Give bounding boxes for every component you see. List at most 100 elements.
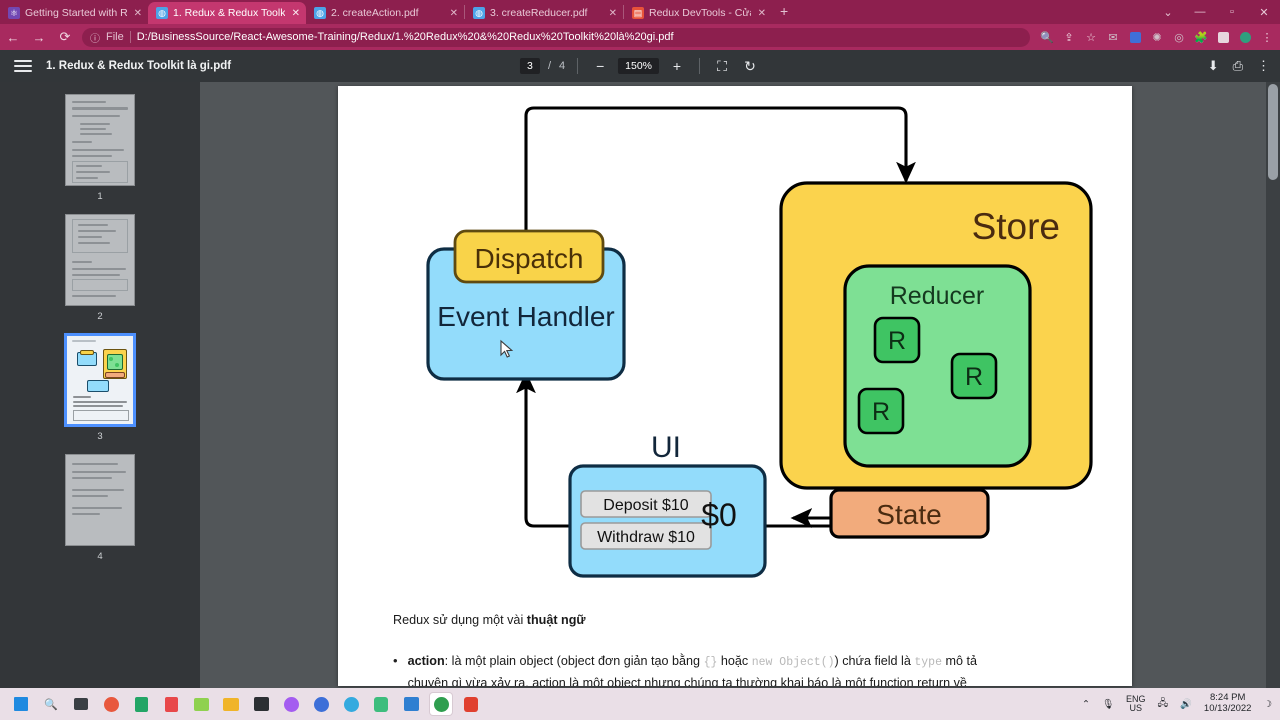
page-info-icon[interactable]: ⓘ: [90, 33, 100, 45]
tab-divider: [623, 5, 624, 19]
tab-search-chevron-icon[interactable]: ⌄: [1163, 6, 1173, 19]
extensions-puzzle-icon[interactable]: 🧩: [1194, 31, 1208, 44]
maximize-button[interactable]: ▫: [1230, 6, 1234, 18]
rotate-icon[interactable]: ↻: [744, 57, 756, 74]
new-tab-button[interactable]: +: [780, 3, 789, 19]
thumbnail-item[interactable]: 1: [65, 94, 135, 202]
vscode-icon[interactable]: [400, 693, 422, 715]
pdf-viewer: 1 2: [0, 82, 1280, 690]
chrome-icon[interactable]: [100, 693, 122, 715]
tab-close-icon[interactable]: ✕: [291, 7, 300, 19]
language-indicator[interactable]: ENG US: [1126, 694, 1146, 714]
tray-expand-chevron-icon[interactable]: ⌃: [1081, 698, 1090, 710]
zoom-level-display[interactable]: 150%: [618, 58, 660, 74]
clock-time: 8:24 PM: [1210, 692, 1246, 704]
sheets-icon[interactable]: [130, 693, 152, 715]
reload-button[interactable]: ⟳: [59, 29, 71, 44]
search-icon[interactable]: 🔍: [44, 698, 58, 711]
file-explorer-icon[interactable]: [220, 693, 242, 715]
thumbnail-preview: [65, 94, 135, 186]
thumbnail-preview: [65, 334, 135, 426]
deposit-button: Deposit $10: [603, 497, 688, 514]
clock[interactable]: 8:24 PM 10/13/2022: [1204, 692, 1252, 715]
network-icon[interactable]: 🖧: [1157, 698, 1169, 709]
vertical-scrollbar[interactable]: [1266, 82, 1280, 690]
figma-icon[interactable]: [160, 693, 182, 715]
chrome-beta-icon[interactable]: [430, 693, 452, 715]
bookmark-star-icon[interactable]: ☆: [1086, 31, 1096, 44]
zoom-out-button[interactable]: −: [596, 58, 605, 74]
browser-tab-2[interactable]: ◍ 2. createAction.pdf ✕: [306, 2, 464, 24]
toolbar-divider: [577, 58, 579, 74]
three-dot-menu-icon[interactable]: ⋮: [1261, 31, 1273, 44]
browser-tab-3[interactable]: ◍ 3. createReducer.pdf ✕: [465, 2, 623, 24]
telegram-icon[interactable]: [340, 693, 362, 715]
scrollbar-thumb[interactable]: [1268, 84, 1278, 180]
zoom-icon[interactable]: 🔍: [1040, 31, 1054, 44]
pdf-more-menu-icon[interactable]: ⋮: [1257, 58, 1270, 73]
scheme-label: File: [106, 31, 124, 43]
browser-tab-1[interactable]: ◍ 1. Redux & Redux Toolkit là gì.pd ✕: [148, 2, 306, 24]
back-button[interactable]: ←: [6, 29, 20, 45]
chrome-store-icon: ▤: [632, 7, 644, 19]
inline-code-2: new Object(): [751, 656, 835, 670]
address-bar[interactable]: ⓘ File D:/BusinessSource/React-Awesome-T…: [82, 27, 1030, 47]
notification-icon[interactable]: ☽: [1263, 698, 1272, 710]
mail-icon[interactable]: ✉: [1108, 31, 1118, 44]
lead-paragraph: Redux sử dụng một vài thuật ngữ: [393, 611, 1093, 629]
page-number-input[interactable]: 3: [519, 58, 540, 74]
fit-to-page-icon[interactable]: ⛶: [717, 57, 727, 74]
target-icon[interactable]: ◎: [1174, 31, 1184, 44]
omnibox-divider: [129, 31, 131, 43]
settings-gear-icon[interactable]: ✺: [1152, 31, 1162, 44]
messenger-icon[interactable]: [280, 693, 302, 715]
toolbar-icons: 🔍 ⇪ ☆ ✉ ✺ ◎ 🧩 ⋮: [1036, 24, 1280, 50]
sidebar-toggle-icon[interactable]: [14, 60, 32, 72]
svg-text:R: R: [872, 398, 890, 426]
tab-divider: [464, 5, 465, 19]
print-icon[interactable]: ⎙: [1232, 58, 1243, 73]
tab-title: 2. createAction.pdf: [331, 7, 419, 19]
thumbnail-item[interactable]: 4: [65, 454, 135, 562]
paint-icon[interactable]: [190, 693, 212, 715]
pdf-file-title: 1. Redux & Redux Toolkit là gi.pdf: [46, 60, 232, 72]
thumbnail-item-selected[interactable]: 3: [65, 334, 135, 442]
volume-icon[interactable]: 🔊: [1180, 698, 1192, 710]
microphone-icon[interactable]: 🎙: [1101, 698, 1114, 710]
translate-icon[interactable]: [1124, 24, 1146, 50]
thumbnail-pane[interactable]: 1 2: [0, 82, 200, 690]
pdf-icon: ◍: [314, 7, 326, 19]
download-icon[interactable]: ⬇: [1207, 58, 1219, 73]
redux-devtools-icon[interactable]: [1234, 24, 1256, 50]
forward-button[interactable]: →: [32, 29, 46, 45]
withdraw-button: Withdraw $10: [597, 529, 695, 546]
coccoc-icon[interactable]: [370, 693, 392, 715]
coccoc-alt-icon[interactable]: [460, 693, 482, 715]
tab-close-icon[interactable]: ✕: [133, 7, 142, 19]
task-view-icon[interactable]: [70, 693, 92, 715]
language-line-2: US: [1129, 703, 1142, 713]
tab-close-icon[interactable]: ✕: [757, 7, 766, 19]
zoom-in-button[interactable]: +: [672, 58, 682, 74]
close-window-button[interactable]: ✕: [1259, 6, 1269, 19]
windows-start-icon[interactable]: [10, 693, 32, 715]
browser-tab-4[interactable]: ▤ Redux DevTools - Cửa hàng Chro ✕: [624, 2, 772, 24]
svg-text:R: R: [965, 363, 983, 391]
sidepanel-icon[interactable]: [1212, 24, 1234, 50]
zalo-icon[interactable]: [310, 693, 332, 715]
bullet-part-4: mô tả: [941, 654, 977, 669]
tab-close-icon[interactable]: ✕: [608, 7, 617, 19]
browser-tab-0[interactable]: ⚛ Getting Started with Redux | Red ✕: [0, 2, 148, 24]
page-body-text: Redux sử dụng một vài thuật ngữ • action…: [393, 611, 1093, 686]
bullet-item: • action: là một plain object (object đơ…: [393, 651, 1093, 686]
state-label: State: [876, 499, 941, 530]
terminal-icon[interactable]: [250, 693, 272, 715]
tab-close-icon[interactable]: ✕: [449, 7, 458, 19]
minimize-button[interactable]: —: [1194, 6, 1206, 18]
bullet-term: action: [407, 654, 445, 669]
share-icon[interactable]: ⇪: [1064, 31, 1074, 44]
page-separator: /: [547, 60, 552, 72]
tab-title: Getting Started with Redux | Red: [25, 7, 127, 19]
thumbnail-item[interactable]: 2: [65, 214, 135, 322]
